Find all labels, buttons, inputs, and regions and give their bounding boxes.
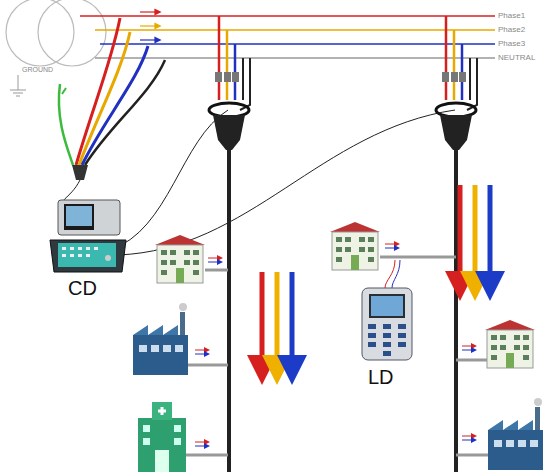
device-label: CD (68, 278, 97, 298)
line-label: NEUTRAL (498, 54, 535, 62)
line-label: Phase3 (498, 40, 525, 48)
line-label: Phase2 (498, 26, 525, 34)
device-label: LD (368, 367, 394, 387)
line-label: Phase1 (498, 12, 525, 20)
ground-label: GROUND (22, 66, 53, 73)
